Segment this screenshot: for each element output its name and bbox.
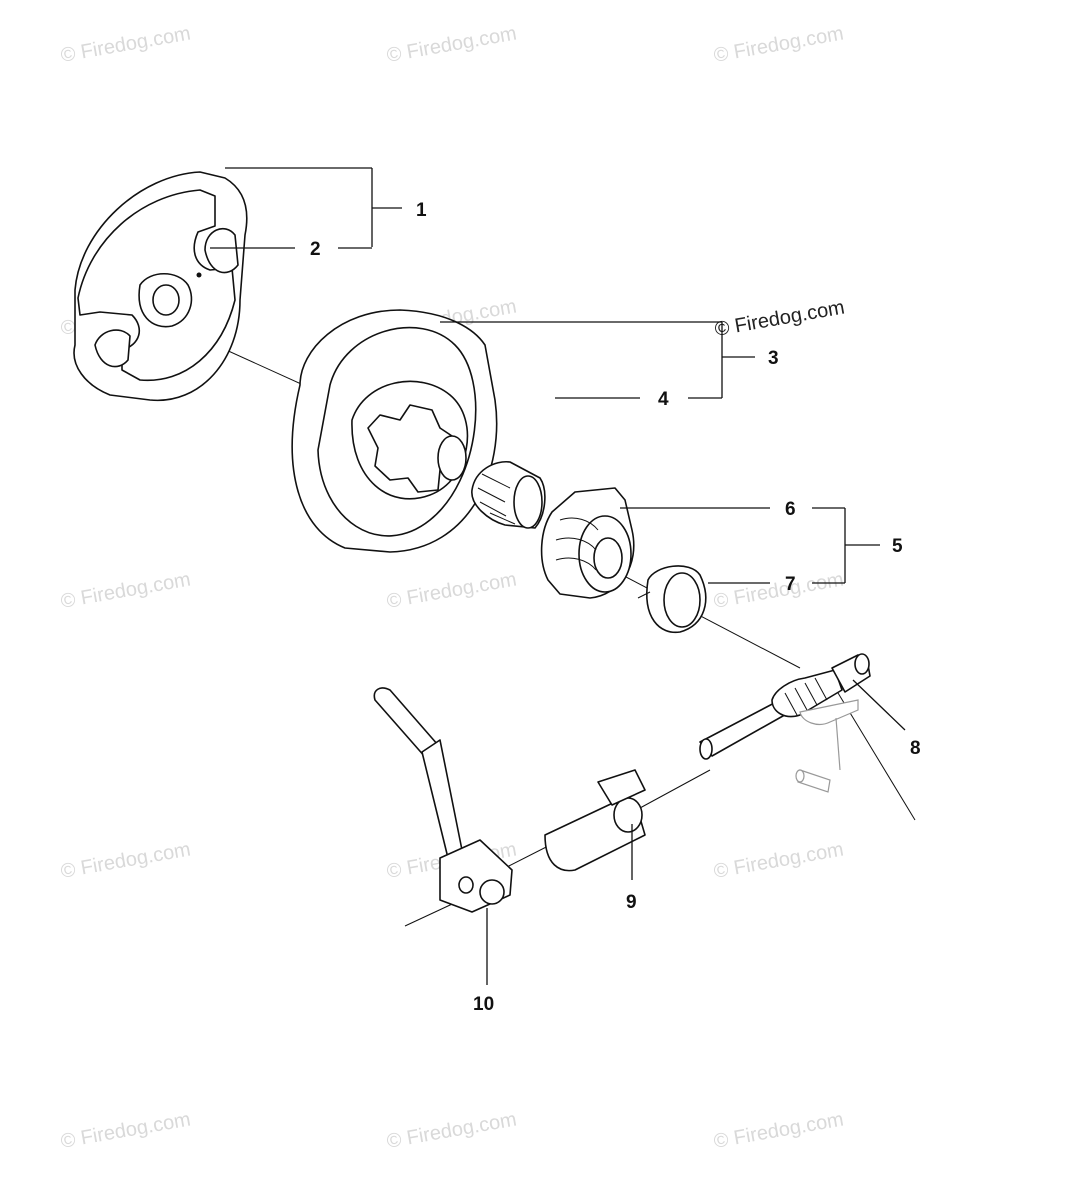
callout-6: 6 bbox=[785, 499, 796, 520]
watermark-text: © Firedog.com bbox=[59, 838, 192, 882]
callout-7: 7 bbox=[785, 574, 796, 595]
spring bbox=[637, 565, 707, 634]
leader-lines bbox=[210, 167, 906, 985]
assembly-axis bbox=[159, 319, 916, 927]
clutch-assembly bbox=[73, 171, 248, 402]
callout-3: 3 bbox=[768, 348, 779, 369]
drive-sprocket bbox=[540, 487, 635, 599]
header-watermark: © Firedog.com bbox=[713, 296, 846, 340]
watermark-text: © Firedog.com bbox=[712, 838, 845, 882]
callout-10: 10 bbox=[473, 994, 494, 1015]
watermark-text: © Firedog.com bbox=[59, 22, 192, 66]
watermark-text: © Firedog.com bbox=[385, 1108, 518, 1152]
lever bbox=[373, 687, 513, 913]
callout-8: 8 bbox=[910, 738, 921, 759]
watermark-text: © Firedog.com bbox=[385, 568, 518, 612]
watermark-text: © Firedog.com bbox=[385, 22, 518, 66]
clutch-drum bbox=[291, 309, 498, 553]
watermark-text: © Firedog.com bbox=[59, 1108, 192, 1152]
sleeve bbox=[544, 769, 646, 872]
callout-labels: 1 2 3 4 5 6 7 8 9 10 bbox=[310, 200, 921, 1015]
watermark-text: © Firedog.com bbox=[712, 22, 845, 66]
callout-2: 2 bbox=[310, 239, 321, 260]
crankshaft bbox=[699, 653, 871, 771]
callout-1: 1 bbox=[416, 200, 427, 221]
watermark-text: © Firedog.com bbox=[712, 1108, 845, 1152]
watermark-text: © Firedog.com bbox=[59, 568, 192, 612]
callout-9: 9 bbox=[626, 892, 637, 913]
needle-bearing bbox=[471, 461, 546, 529]
callout-5: 5 bbox=[892, 536, 903, 557]
pin bbox=[795, 769, 831, 793]
watermark-text: © Firedog.com bbox=[712, 568, 845, 612]
callout-4: 4 bbox=[658, 389, 669, 410]
